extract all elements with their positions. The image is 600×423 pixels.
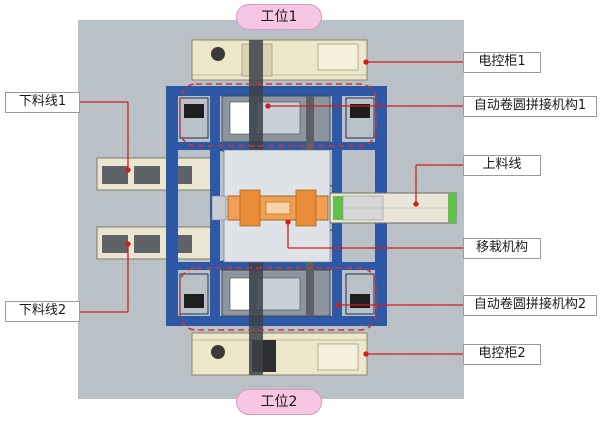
- unload-line-2-label: 下料线2: [5, 301, 80, 322]
- transfer-mechanism-label: 移栽机构: [463, 238, 541, 259]
- unload-conveyor-1: [96, 157, 215, 191]
- load-line-conveyor: [329, 192, 457, 224]
- load-line-label: 上料线: [463, 155, 541, 176]
- splice-2-outline: [179, 267, 377, 331]
- unload-conveyor-2: [96, 226, 215, 260]
- transfer-mechanism: [211, 189, 329, 227]
- unload-line-1-label: 下料线1: [5, 92, 80, 113]
- auto-reel-splice-1-label: 自动卷圆拼接机构1: [463, 96, 597, 117]
- control-cabinet-2: [191, 332, 368, 376]
- leader-lines: [80, 59, 463, 357]
- station-2-label: 工位2: [236, 389, 322, 415]
- reel-splice-unit-1: [184, 95, 370, 143]
- control-cabinet-2-label: 电控柜2: [463, 344, 541, 365]
- splice-1-outline: [179, 83, 377, 147]
- station-1-label: 工位1: [236, 4, 322, 30]
- auto-reel-splice-2-label: 自动卷圆拼接机构2: [463, 295, 597, 316]
- control-cabinet-1-label: 电控柜1: [463, 52, 541, 73]
- control-cabinet-1: [191, 39, 368, 81]
